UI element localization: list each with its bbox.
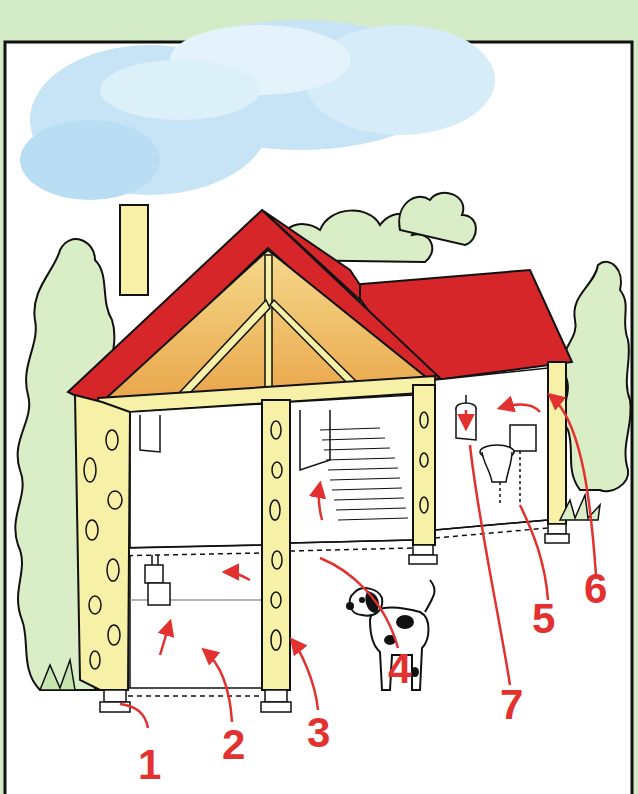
grass: [40, 660, 75, 690]
cloud: [20, 20, 495, 200]
toilet-paper: [456, 395, 476, 440]
callout-number: 2: [222, 724, 245, 766]
floor: [110, 520, 548, 696]
frame: [5, 42, 632, 794]
furnace: [145, 555, 170, 605]
roof: [68, 210, 440, 408]
stone-pillar: [75, 362, 566, 690]
callout-number: 3: [307, 712, 330, 754]
callout-number: 1: [138, 744, 161, 786]
chimney: [120, 205, 148, 295]
callout-number: 4: [388, 648, 411, 690]
dog: [347, 580, 435, 690]
truss: [180, 255, 360, 395]
toilet: [480, 425, 536, 505]
grass: [560, 495, 600, 520]
callout-number: 6: [584, 568, 607, 610]
callout-number: 5: [532, 598, 555, 640]
interior: [130, 368, 548, 548]
stairs: [320, 428, 408, 520]
callout-number: 7: [500, 684, 523, 726]
leader-arrow: [120, 395, 596, 728]
tree: [563, 262, 631, 491]
